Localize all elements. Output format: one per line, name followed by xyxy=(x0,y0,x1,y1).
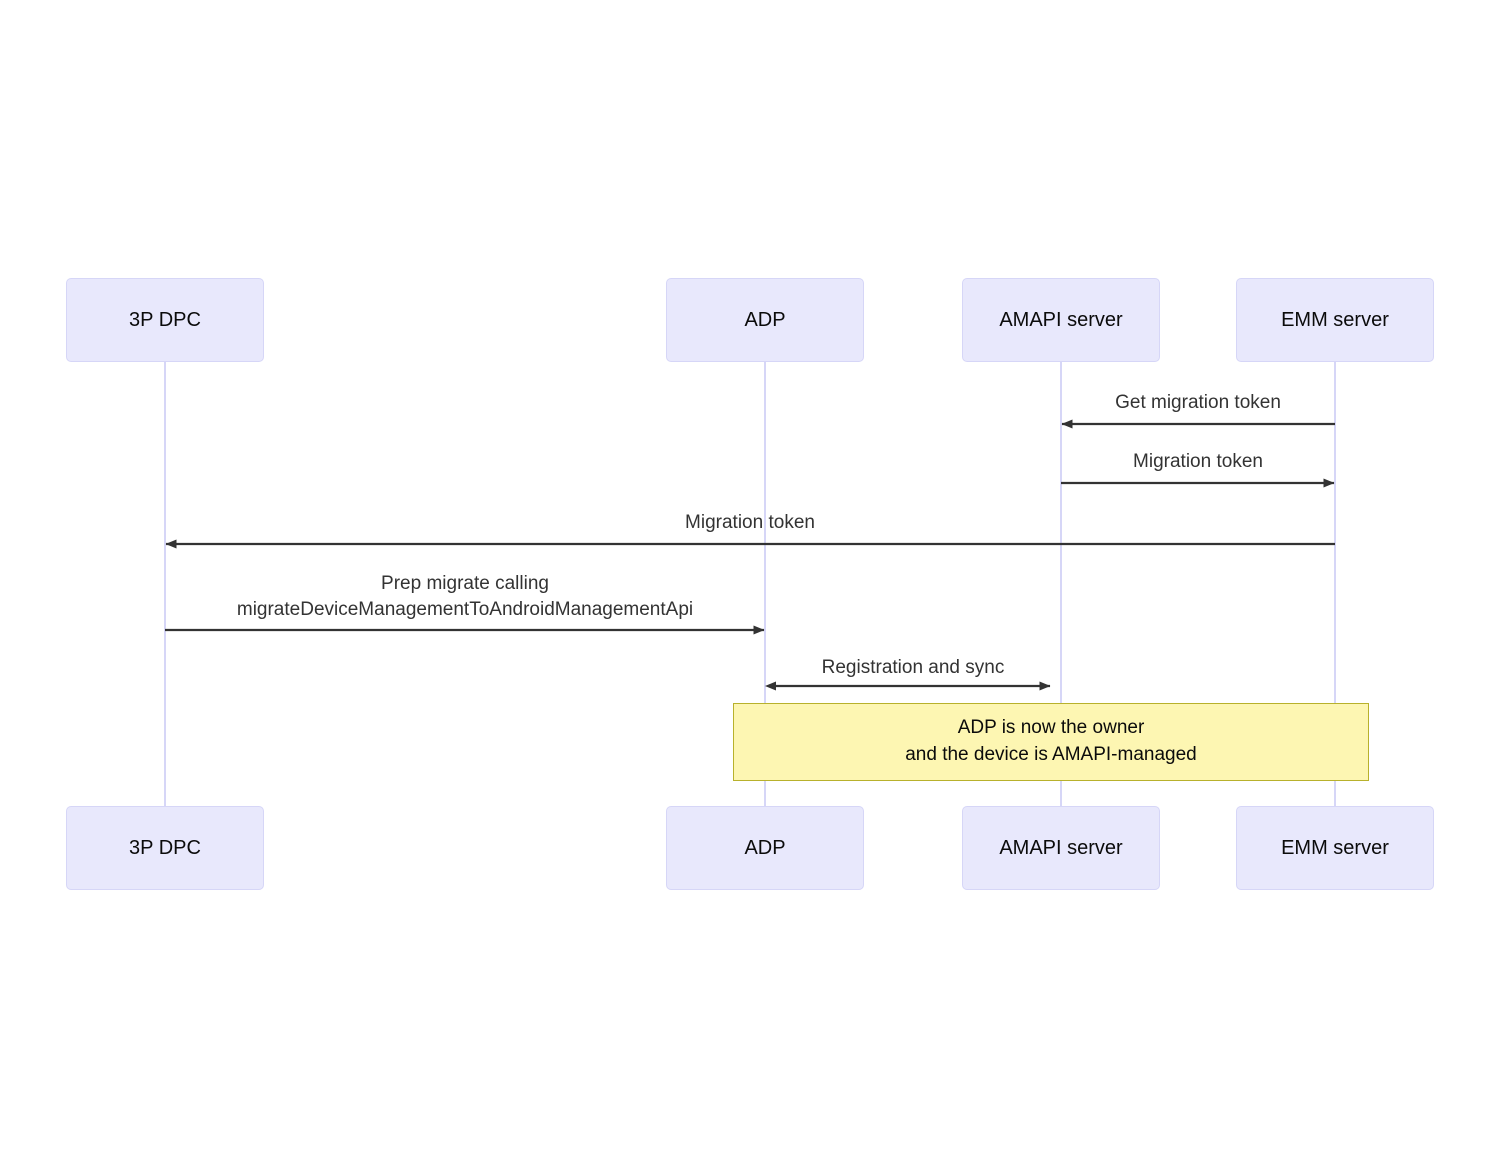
note-line-2: and the device is AMAPI-managed xyxy=(905,744,1197,765)
participant-emm-top[interactable]: EMM server xyxy=(1236,278,1434,362)
message-label-m5: Registration and sync xyxy=(821,657,1005,678)
message-label-m1: Get migration token xyxy=(1115,392,1281,413)
message-label-m3: Migration token xyxy=(685,512,815,533)
arrowhead-left-m5 xyxy=(765,681,776,691)
message-label-m4: Prep migrate calling migrateDeviceManage… xyxy=(236,573,694,620)
participant-label: ADP xyxy=(744,837,786,859)
participant-label: EMM server xyxy=(1281,837,1389,859)
participant-label: ADP xyxy=(744,309,786,331)
participant-label: EMM server xyxy=(1281,309,1389,331)
participant-dpc-top[interactable]: 3P DPC xyxy=(66,278,264,362)
participant-adp-top[interactable]: ADP xyxy=(666,278,864,362)
participant-label: 3P DPC xyxy=(129,837,201,859)
note-n1: ADP is now the owner and the device is AM… xyxy=(733,703,1369,781)
participant-label: AMAPI server xyxy=(999,837,1123,859)
participant-amapi-bottom[interactable]: AMAPI server xyxy=(962,806,1160,890)
participant-dpc-bottom[interactable]: 3P DPC xyxy=(66,806,264,890)
note-text: ADP is now the owner and the device is AM… xyxy=(905,715,1197,769)
message-label-m2: Migration token xyxy=(1133,451,1263,472)
participant-amapi-top[interactable]: AMAPI server xyxy=(962,278,1160,362)
participant-label: AMAPI server xyxy=(999,309,1123,331)
message-arrows-group xyxy=(165,419,1335,691)
participant-label: 3P DPC xyxy=(129,309,201,331)
participant-adp-bottom[interactable]: ADP xyxy=(666,806,864,890)
note-line-1: ADP is now the owner xyxy=(957,717,1145,739)
participant-emm-bottom[interactable]: EMM server xyxy=(1236,806,1434,890)
